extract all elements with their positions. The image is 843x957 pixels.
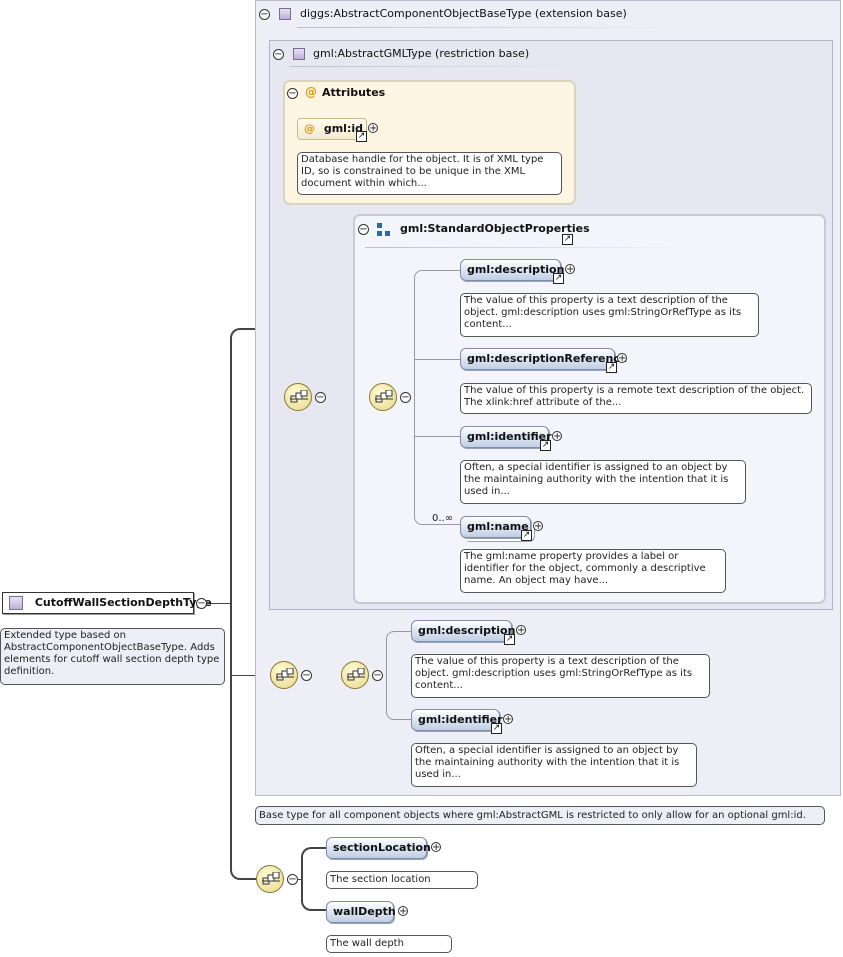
root-type-box[interactable]: CutoffWallSectionDepthType <box>2 592 212 614</box>
complex-type-icon <box>279 8 291 20</box>
title-divider <box>297 27 687 28</box>
connector <box>230 328 270 880</box>
connector <box>301 847 327 911</box>
collapse-sequence-button[interactable]: − <box>400 392 411 403</box>
collapse-sequence-button[interactable]: − <box>287 874 298 885</box>
link-icon[interactable]: ↗ <box>504 634 515 645</box>
collapse-base-button[interactable]: − <box>259 9 270 20</box>
extension-base-doc: Base type for all component objects wher… <box>255 806 825 825</box>
expand-button[interactable]: + <box>617 353 627 364</box>
element-name: sectionLocation <box>333 841 431 854</box>
sequence-compositor-icon[interactable] <box>270 661 298 689</box>
expand-button[interactable]: + <box>516 625 526 636</box>
element-doc: The value of this property is a text des… <box>460 293 759 337</box>
element-doc: The wall depth property. <box>326 935 452 953</box>
link-icon[interactable]: ↗ <box>491 723 502 734</box>
expand-button[interactable]: + <box>431 842 441 853</box>
element-name: gml:description <box>467 263 565 276</box>
title-divider <box>365 247 695 248</box>
element-name: gml:descriptionReference <box>467 352 628 365</box>
element-doc: The gml:name property provides a label o… <box>460 549 726 593</box>
collapse-sequence-button[interactable]: − <box>301 670 312 681</box>
connector <box>230 675 270 676</box>
link-icon[interactable]: ↗ <box>540 440 551 451</box>
connector <box>414 436 462 437</box>
element-name: wallDepth <box>333 905 396 918</box>
expand-button[interactable]: + <box>533 521 543 532</box>
element-gml-identifier[interactable]: gml:identifier <box>411 709 503 731</box>
group-title: gml:StandardObjectProperties <box>400 222 590 235</box>
complex-type-icon <box>9 596 23 610</box>
link-icon[interactable]: ↗ <box>562 234 573 245</box>
occurrence-label: 0..∞ <box>432 513 454 524</box>
connector <box>414 270 462 525</box>
root-type-name: CutoffWallSectionDepthType <box>34 596 212 609</box>
collapse-sequence-button[interactable]: − <box>315 392 326 403</box>
expand-button[interactable]: + <box>565 264 575 275</box>
expand-button[interactable]: + <box>398 906 408 917</box>
expand-button[interactable]: + <box>503 714 513 725</box>
link-icon[interactable]: ↗ <box>606 362 617 373</box>
element-doc: Often, a special identifier is assigned … <box>460 460 746 504</box>
extension-base-title: diggs:AbstractComponentObjectBaseType (e… <box>300 7 627 20</box>
collapse-gml-button[interactable]: − <box>273 49 284 60</box>
collapse-sequence-button[interactable]: − <box>372 670 383 681</box>
connector <box>207 603 231 604</box>
sequence-compositor-icon[interactable] <box>284 383 312 411</box>
element-gml-description[interactable]: gml:description <box>411 620 516 642</box>
element-doc: The value of this property is a text des… <box>411 654 710 698</box>
element-gml-identifier[interactable]: gml:identifier <box>460 426 552 448</box>
element-name: gml:identifier <box>467 430 552 443</box>
link-icon[interactable]: ↗ <box>521 530 532 541</box>
expand-button[interactable]: + <box>368 123 378 134</box>
attributes-title: Attributes <box>322 86 386 99</box>
element-sectionLocation[interactable]: sectionLocation <box>326 837 431 859</box>
element-gml-name[interactable]: gml:name <box>460 516 531 538</box>
element-name: gml:description <box>418 624 516 637</box>
element-gml-descriptionReference[interactable]: gml:descriptionReference <box>460 348 627 370</box>
sequence-compositor-icon[interactable] <box>256 865 284 893</box>
complex-type-icon <box>293 48 305 60</box>
root-type-doc: Extended type based on AbstractComponent… <box>0 628 225 685</box>
element-gml-description[interactable]: gml:description <box>460 259 565 281</box>
title-divider <box>290 66 580 67</box>
connector <box>386 631 412 720</box>
element-name: gml:identifier <box>418 713 503 726</box>
element-doc: Often, a special identifier is assigned … <box>411 743 697 787</box>
link-icon[interactable]: ↗ <box>553 273 564 284</box>
element-doc: The value of this property is a remote t… <box>460 383 812 414</box>
link-icon[interactable]: ↗ <box>356 131 367 142</box>
group-icon <box>377 223 391 237</box>
collapse-attributes-button[interactable]: − <box>287 88 298 99</box>
element-wallDepth[interactable]: wallDepth <box>326 901 396 923</box>
restriction-base-title: gml:AbstractGMLType (restriction base) <box>313 47 530 60</box>
connector <box>297 879 303 880</box>
attribute-name: gml:id <box>323 122 363 135</box>
attribute-icon: @ <box>305 85 317 99</box>
expand-button[interactable]: + <box>552 431 562 442</box>
sequence-compositor-icon[interactable] <box>341 661 369 689</box>
collapse-group-button[interactable]: − <box>358 224 369 235</box>
attribute-gml-id[interactable]: @ gml:id <box>297 118 367 140</box>
attribute-icon: @ <box>304 122 315 135</box>
collapse-root-button[interactable]: − <box>196 598 207 609</box>
connector <box>414 359 462 360</box>
element-name: gml:name <box>467 520 529 533</box>
element-doc: The section location property. <box>326 871 478 889</box>
attribute-doc: Database handle for the object. It is of… <box>297 152 562 195</box>
sequence-compositor-icon[interactable] <box>369 383 397 411</box>
